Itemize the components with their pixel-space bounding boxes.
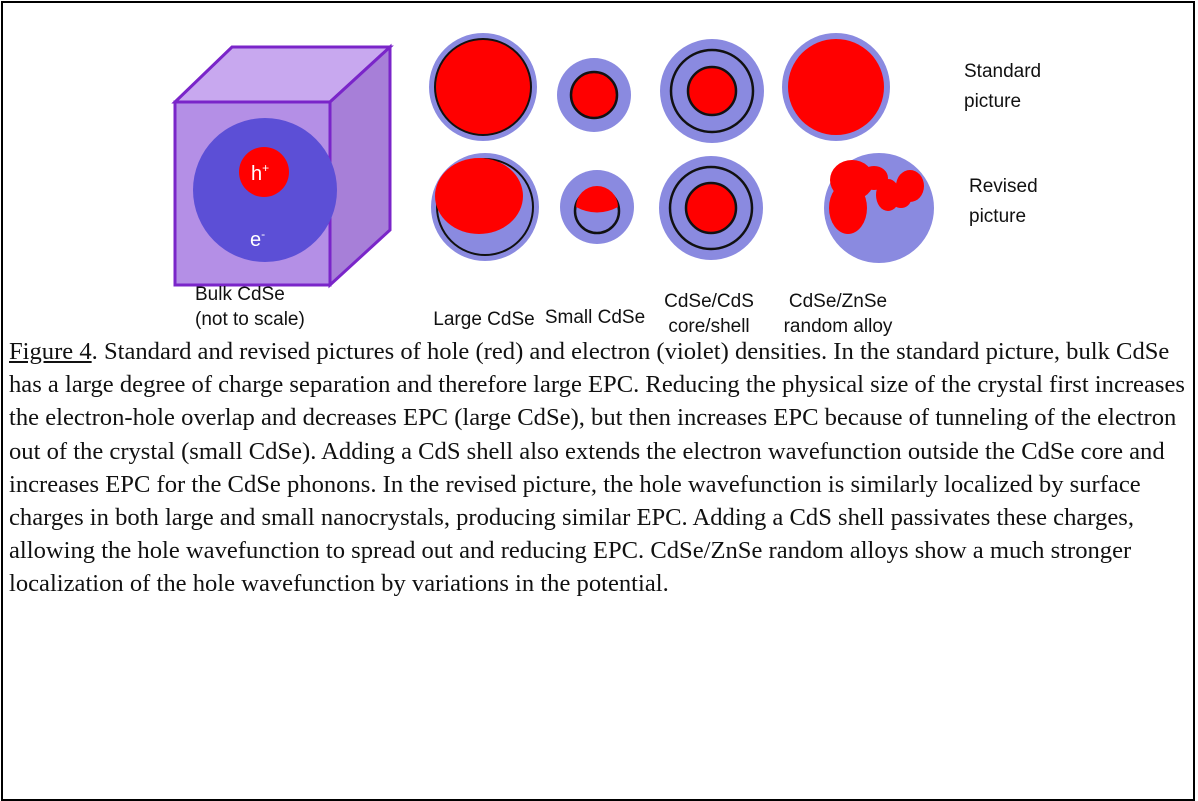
random-alloy-standard (782, 33, 890, 141)
standard-picture-label: Standard picture (964, 61, 1042, 112)
revised-picture-label: Revised picture (969, 176, 1038, 227)
core-shell-caption: CdSe/CdS core/shell (664, 291, 754, 337)
random-alloy-revised (824, 153, 934, 263)
large-cdse-caption: Large CdSe (433, 309, 535, 330)
figure-illustration: h+ e- (171, 33, 934, 289)
bulk-hole (239, 147, 289, 197)
figure-caption: Figure 4. Standard and revised pictures … (9, 335, 1189, 601)
large-cdse-revised (431, 153, 539, 261)
figure-number: Figure 4 (9, 338, 92, 365)
bulk-cdse-caption: Bulk CdSe (not to scale) (195, 284, 305, 330)
caption-text: . Standard and revised pictures of hole … (9, 338, 1185, 598)
large-cdse-standard (429, 33, 537, 141)
small-cdse-revised (560, 170, 634, 244)
small-cdse-caption: Small CdSe (544, 307, 646, 328)
bulk-cdse-cube: h+ e- (171, 43, 394, 289)
small-cdse-standard (557, 58, 631, 132)
random-alloy-caption: CdSe/ZnSe random alloy (783, 291, 893, 337)
core-shell-revised (659, 156, 763, 260)
core-shell-standard (660, 39, 764, 143)
